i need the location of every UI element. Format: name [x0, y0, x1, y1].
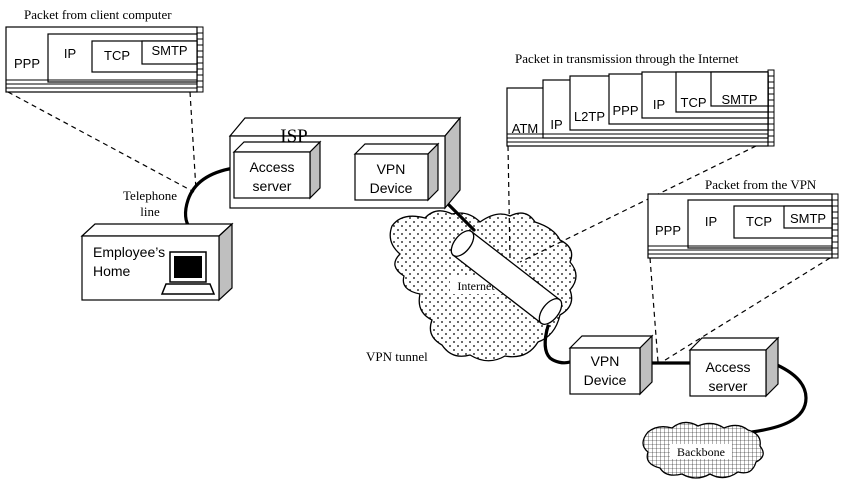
internet-packet-depth [767, 69, 775, 147]
isp-vpn-device: VPN Device [353, 142, 440, 202]
computer-icon [160, 251, 216, 295]
backbone-label: Backbone [677, 445, 725, 459]
vpn-packet-layer-label: IP [705, 214, 717, 229]
internet-packet-caption: Packet in transmission through the Inter… [515, 51, 739, 66]
corporate-access-server-label-2: server [709, 378, 748, 394]
internet-cloud: Internet [389, 210, 577, 362]
corporate-vpn-device-label-2: Device [584, 372, 627, 388]
corporate-vpn-device-label-1: VPN [591, 353, 620, 369]
isp-access-server: Access server [232, 140, 322, 200]
vpn-tunnel-label: VPN tunnel [366, 349, 428, 364]
vpn-packet-layer-label: TCP [746, 214, 772, 229]
backbone-cloud: Backbone [642, 421, 764, 479]
client-packet-layer-label: TCP [104, 48, 130, 63]
client-packet-caption: Packet from client computer [24, 7, 172, 22]
internet-packet-layer-label: TCP [681, 95, 707, 110]
client-packet-layer-label: PPP [14, 56, 40, 71]
telephone-line-label-2: line [140, 204, 160, 219]
client-packet: PPP IP TCP SMTP [5, 26, 204, 93]
internet-packet-layer-box [710, 71, 769, 107]
internet-packet-layer-label: ATM [512, 121, 538, 136]
isp-access-server-label-1: Access [249, 159, 294, 175]
internet-packet-layer-label: IP [653, 97, 665, 112]
client-packet-layer-label: IP [64, 46, 76, 61]
vpn-tunnel [450, 230, 563, 325]
isp-access-server-label-2: server [253, 178, 292, 194]
corporate-vpn-device: VPN Device [568, 334, 654, 396]
telephone-line-label-1: Telephone [123, 188, 177, 203]
vpn-packet-caption: Packet from the VPN [705, 177, 817, 192]
corporate-access-server-label-1: Access [705, 359, 750, 375]
internet-label: Internet [457, 279, 495, 293]
client-packet-layer-label: SMTP [151, 43, 187, 58]
vpn-packet: PPP IP TCP SMTP [647, 193, 839, 259]
employee-home-label-1: Employee’s [93, 244, 165, 260]
employee-home-label-2: Home [93, 263, 131, 279]
isp-vpn-device-label-1: VPN [377, 161, 406, 177]
internet-packet: ATM IP L2TP PPP IP TCP SMTP [506, 69, 775, 147]
vpn-packet-layer-label: PPP [655, 223, 681, 238]
internet-packet-layer-label: SMTP [721, 92, 757, 107]
internet-packet-layer-label: PPP [612, 103, 638, 118]
client-packet-depth [196, 26, 204, 93]
corporate-access-server: Access server [688, 336, 780, 398]
internet-packet-layer-label: L2TP [574, 109, 605, 124]
vpn-packet-layer-label: SMTP [790, 211, 826, 226]
internet-packet-layer-label: IP [550, 117, 562, 132]
isp-vpn-device-label-2: Device [370, 180, 413, 196]
